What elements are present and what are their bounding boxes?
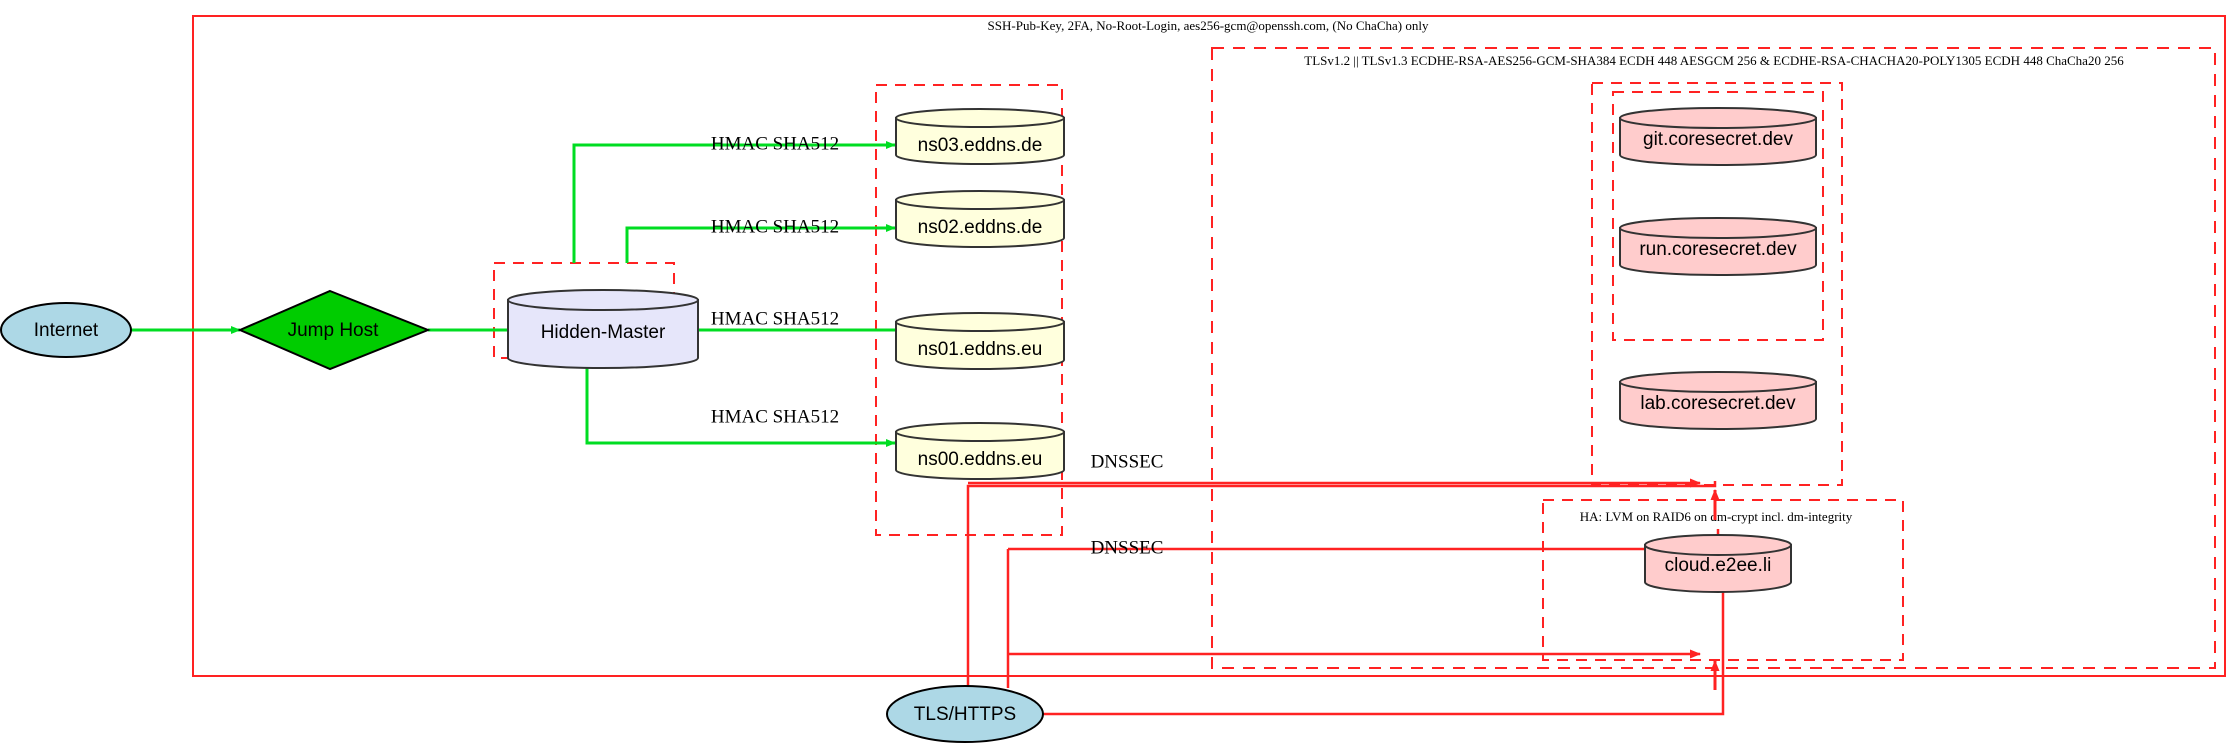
node-jump-host[interactable]: Jump Host (237, 289, 431, 371)
node-cloud-e2ee[interactable]: cloud.e2ee.li (1644, 534, 1792, 593)
ns03-body (895, 117, 1065, 165)
run-top (1619, 217, 1817, 239)
cloud-top (1644, 534, 1792, 556)
ha-boundary-box (1542, 499, 1904, 661)
jump-host-label: Jump Host (288, 320, 380, 341)
edge-master-ns02 (625, 224, 896, 263)
cloud-body (1644, 544, 1792, 593)
edge-dnssec-coresecret (1007, 565, 1725, 716)
edge-label-dnssec-upper: DNSSEC (1091, 451, 1164, 472)
run-label: run.coresecret.dev (1639, 239, 1797, 260)
hidden-master-body (507, 299, 699, 369)
hidden-master-label: Hidden-Master (541, 322, 666, 343)
node-ns02[interactable]: ns02.eddns.de (895, 190, 1065, 248)
ns01-top (895, 312, 1065, 332)
node-run-coresecret[interactable]: run.coresecret.dev (1619, 217, 1817, 276)
ns01-body (895, 321, 1065, 370)
lab-label: lab.coresecret.dev (1640, 393, 1796, 414)
internet-label: Internet (34, 320, 99, 341)
edge-master-ns03 (572, 141, 896, 263)
lab-top (1619, 371, 1817, 393)
edge-master-ns00 (585, 358, 896, 447)
tls-boundary-label: TLSv1.2 || TLSv1.3 ECDHE-RSA-AES256-GCM-… (1304, 53, 2124, 68)
git-body (1619, 117, 1817, 166)
run-body (1619, 227, 1817, 276)
edge-label-hmac-ns03: HMAC SHA512 (711, 133, 839, 154)
node-ns03[interactable]: ns03.eddns.de (895, 108, 1065, 165)
ns02-body (895, 199, 1065, 248)
internet-ellipse (0, 302, 132, 358)
ns00-body (895, 431, 1065, 480)
coresecret-inner-boundary-box (1612, 91, 1824, 341)
git-label: git.coresecret.dev (1643, 129, 1793, 150)
edge-label-hmac-ns00: HMAC SHA512 (711, 406, 839, 427)
edge-label-hmac-ns02: HMAC SHA512 (711, 216, 839, 237)
lab-body (1619, 381, 1817, 430)
node-tls-https[interactable]: TLS/HTTPS (886, 685, 1044, 743)
node-hidden-master[interactable]: Hidden-Master (507, 289, 699, 369)
ns00-top (895, 422, 1065, 442)
coresecret-boundary-box (1591, 82, 1843, 486)
node-lab-coresecret[interactable]: lab.coresecret.dev (1619, 371, 1817, 430)
git-top (1619, 107, 1817, 129)
node-ns01[interactable]: ns01.eddns.eu (895, 312, 1065, 370)
node-git-coresecret[interactable]: git.coresecret.dev (1619, 107, 1817, 166)
edge-label-hmac-ns01: HMAC SHA512 (711, 308, 839, 329)
ns03-label: ns03.eddns.de (918, 135, 1043, 156)
ns02-label: ns02.eddns.de (918, 217, 1043, 238)
node-ns00[interactable]: ns00.eddns.eu (895, 422, 1065, 480)
ns02-top (895, 190, 1065, 210)
cloud-label: cloud.e2ee.li (1665, 555, 1772, 576)
ssh-boundary-box (192, 15, 2226, 677)
edge-dnssec-coresecret-riser (966, 481, 1717, 686)
ns03-top (895, 108, 1065, 128)
node-internet[interactable]: Internet (0, 302, 132, 358)
tls-https-label: TLS/HTTPS (914, 704, 1016, 725)
tls-https-ellipse (886, 685, 1044, 743)
ssh-boundary-label: SSH-Pub-Key, 2FA, No-Root-Login, aes256-… (988, 18, 1429, 33)
ns00-label: ns00.eddns.eu (918, 449, 1043, 470)
jump-host-diamond (237, 289, 431, 371)
hidden-master-top (507, 289, 699, 311)
edge-label-dnssec-lower: DNSSEC (1091, 537, 1164, 558)
ns01-label: ns01.eddns.eu (918, 339, 1043, 360)
